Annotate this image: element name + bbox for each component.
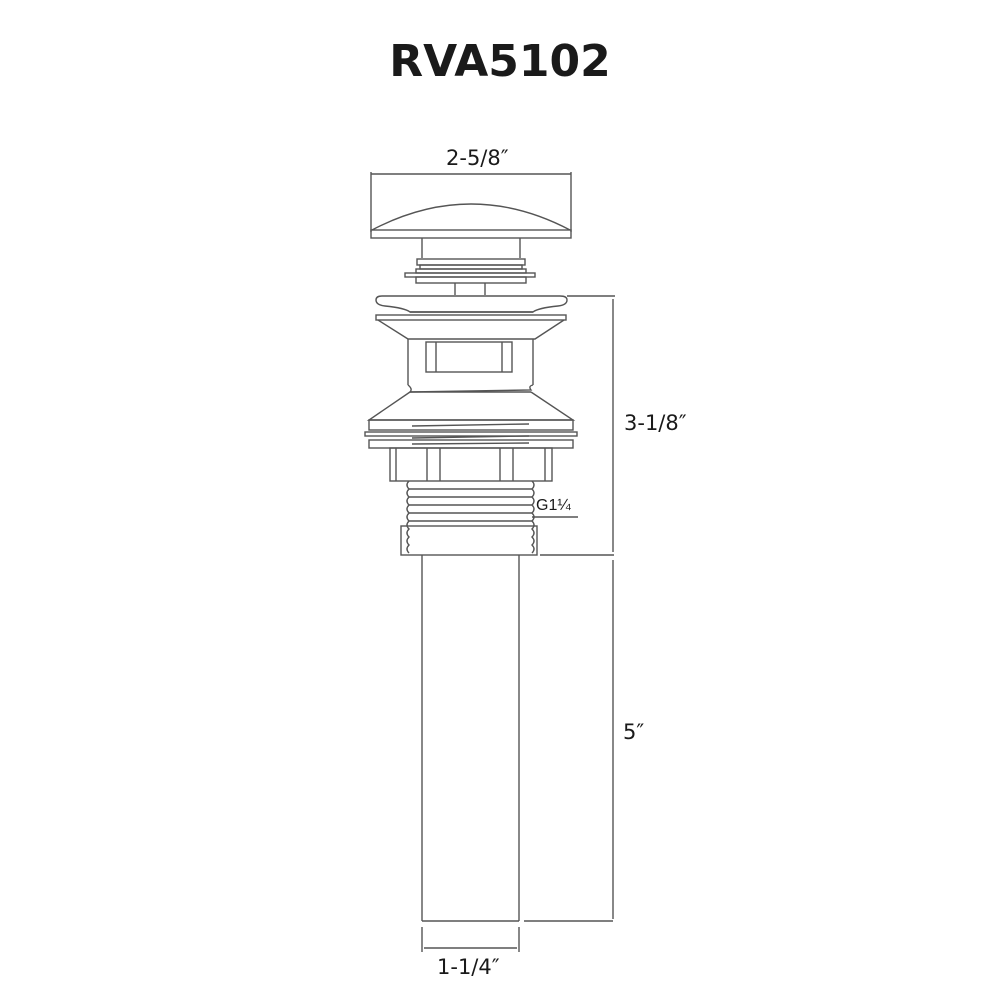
cap-width-label: 2-5/8″ (446, 146, 509, 170)
hex-nut (389, 447, 553, 482)
drain-cap (370, 203, 572, 258)
cap-width-dimension-line (370, 172, 572, 232)
tail-collar (400, 525, 538, 556)
lower-washer-assembly (364, 391, 578, 449)
drain-flange (375, 295, 615, 340)
stem-rings (404, 258, 536, 295)
threaded-section (406, 480, 578, 554)
tailpiece (421, 555, 613, 922)
thread-spec-label: G1¼ (536, 497, 571, 514)
product-model-title: RVA5102 (389, 36, 611, 87)
upper-height-label: 3-1/8″ (624, 411, 687, 435)
tail-diameter-dimension-line (421, 927, 520, 952)
tail-diameter-label: 1-1/4″ (437, 955, 500, 979)
tail-length-label: 5″ (623, 720, 645, 744)
drain-body (407, 339, 534, 393)
